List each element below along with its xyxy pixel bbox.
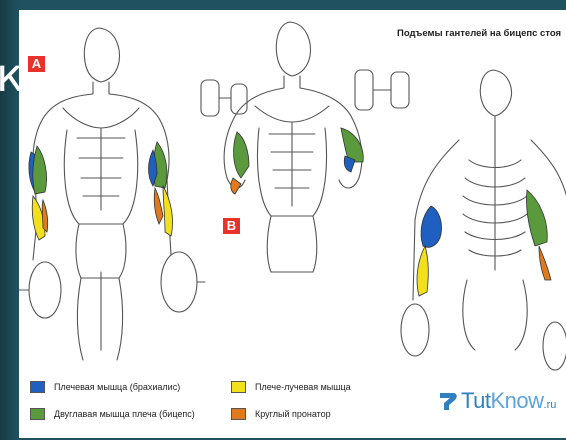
legend-swatch-green bbox=[30, 408, 45, 420]
figure-label-b: B bbox=[223, 218, 240, 234]
muscle-illustration bbox=[19, 10, 566, 438]
legend-label: Плече-лучевая мышца bbox=[255, 382, 351, 392]
legend-item-brachialis: Плечевая мышца (брахиалис) bbox=[30, 381, 180, 393]
legend-swatch-orange bbox=[231, 408, 246, 420]
legend-swatch-yellow bbox=[231, 381, 246, 393]
anatomy-poster: Подъемы гантелей на бицепс стоя A B Плеч… bbox=[19, 10, 566, 438]
legend-label: Двуглавая мышца плеча (бицепс) bbox=[54, 409, 195, 419]
legend-label: Круглый пронатор bbox=[255, 409, 331, 419]
poster-title: Подъемы гантелей на бицепс стоя bbox=[397, 28, 561, 39]
next-slide-arrow-icon[interactable] bbox=[540, 419, 552, 431]
legend-item-brachioradialis: Плече-лучевая мышца bbox=[231, 381, 351, 393]
watermark-suffix: .ru bbox=[544, 399, 557, 411]
figure-b bbox=[201, 22, 409, 272]
legend-item-pronator: Круглый пронатор bbox=[231, 408, 331, 420]
tutknow-watermark: Tut Know .ru bbox=[437, 388, 556, 414]
legend-swatch-blue bbox=[30, 381, 45, 393]
watermark-brand-know: Know bbox=[490, 388, 543, 414]
figure-label-a: A bbox=[28, 56, 45, 72]
watermark-brand-tut: Tut bbox=[461, 388, 490, 414]
figure-a bbox=[19, 28, 205, 360]
legend-label: Плечевая мышца (брахиалис) bbox=[54, 382, 180, 392]
legend-item-biceps: Двуглавая мышца плеча (бицепс) bbox=[30, 408, 195, 420]
tutknow-logo-icon bbox=[437, 389, 461, 413]
